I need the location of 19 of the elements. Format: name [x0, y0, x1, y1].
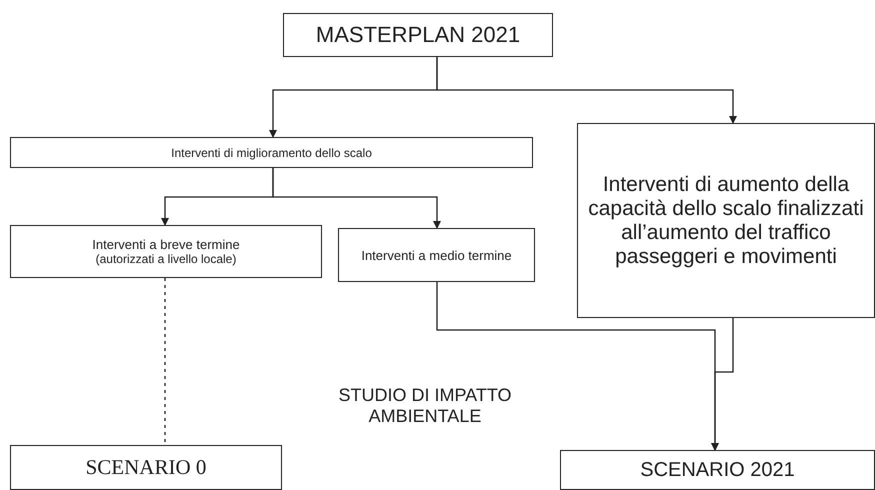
arrow [436, 57, 737, 124]
process-box [10, 137, 533, 168]
node-text: Interventi a medio termine [361, 248, 512, 262]
arrow [272, 168, 441, 229]
node-text: Interventi di miglioramento dello scalo [171, 146, 372, 160]
scenario-box [10, 445, 282, 490]
label-text: STUDIO DI IMPATTO AMBIENTALE [337, 385, 512, 427]
node-text: SCENARIO 0 [86, 455, 206, 480]
arrow [711, 318, 734, 451]
node-text: MASTERPLAN 2021 [316, 22, 520, 48]
node-text: Interventi a breve termine [92, 237, 240, 252]
node-text: Interventi di aumento della capacità dello scalo finalizzati all’aumento del traffico passeggeri e movimenti [587, 172, 865, 268]
process-box [577, 123, 875, 318]
node-text: (autorizzati a livello locale) [96, 252, 236, 266]
title-box [283, 13, 553, 57]
process-box [338, 228, 535, 282]
process-box [10, 225, 322, 278]
node-text: SCENARIO 2021 [640, 458, 795, 482]
scenario-box [560, 450, 875, 490]
